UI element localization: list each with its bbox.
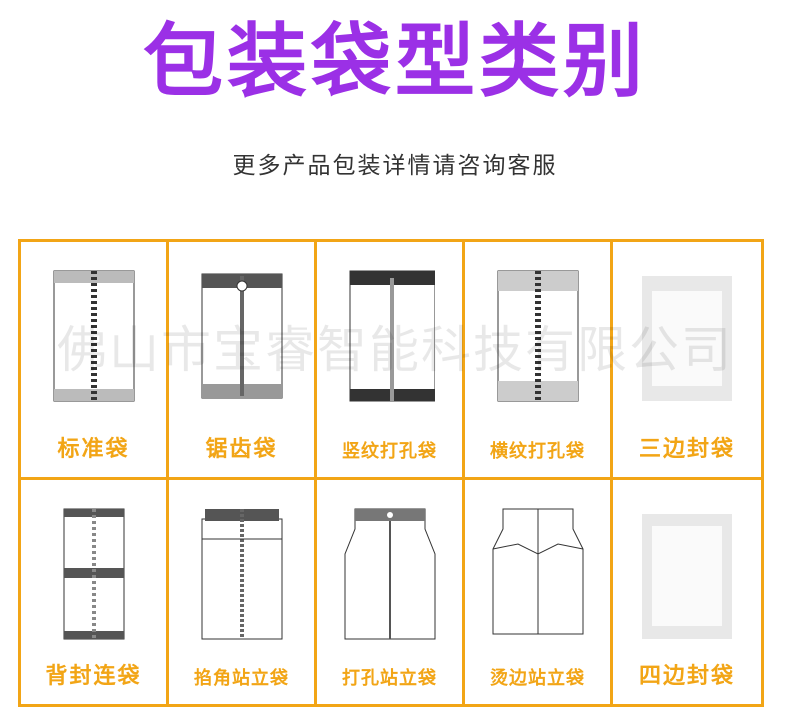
bag-card-horizontal-punched: 横纹打孔袋 bbox=[465, 242, 613, 480]
bag-type-grid: 标准袋 锯齿袋 竖纹打孔袋 横纹打孔袋 三边封袋 背封连袋 掐角站立袋 打孔站立… bbox=[18, 239, 764, 707]
three-side-seal-bag-icon bbox=[642, 276, 732, 401]
bag-label: 三边封袋 bbox=[638, 437, 735, 462]
bag-label: 掐角站立袋 bbox=[194, 668, 289, 689]
bag-label: 标准袋 bbox=[57, 437, 130, 462]
back-seal-linked-bag-icon bbox=[63, 508, 124, 640]
bag-card-standard: 标准袋 bbox=[21, 242, 169, 480]
bag-label: 竖纹打孔袋 bbox=[342, 441, 437, 462]
bag-card-punched-stand-up: 打孔站立袋 bbox=[317, 480, 465, 704]
bag-label: 烫边站立袋 bbox=[490, 668, 585, 689]
bag-card-sawtooth: 锯齿袋 bbox=[169, 242, 317, 480]
sawtooth-bag-icon bbox=[201, 273, 282, 399]
bag-card-pinched-stand-up: 掐角站立袋 bbox=[169, 480, 317, 704]
bag-card-three-side-seal: 三边封袋 bbox=[613, 242, 761, 480]
bag-label: 四边封袋 bbox=[638, 664, 735, 689]
vertical-punched-bag-icon bbox=[349, 270, 435, 402]
pinched-stand-up-bag-icon bbox=[201, 509, 282, 640]
bag-label: 锯齿袋 bbox=[205, 437, 278, 462]
bag-card-heat-edge-stand-up: 烫边站立袋 bbox=[465, 480, 613, 704]
bag-label: 打孔站立袋 bbox=[342, 668, 437, 689]
bag-card-back-seal-linked: 背封连袋 bbox=[21, 480, 169, 704]
bag-label: 背封连袋 bbox=[45, 664, 142, 689]
horizontal-punched-bag-icon bbox=[497, 270, 578, 402]
punched-stand-up-bag-icon bbox=[344, 508, 435, 640]
bag-label: 横纹打孔袋 bbox=[490, 441, 585, 462]
bag-card-vertical-punched: 竖纹打孔袋 bbox=[317, 242, 465, 480]
standard-bag-icon bbox=[53, 270, 134, 402]
page-subtitle: 更多产品包装详情请咨询客服 bbox=[232, 153, 558, 179]
heat-edge-stand-up-bag-icon bbox=[492, 508, 583, 635]
four-side-seal-bag-icon bbox=[642, 514, 732, 639]
bag-card-four-side-seal: 四边封袋 bbox=[613, 480, 761, 704]
page-title: 包装袋型类别 bbox=[143, 15, 647, 108]
